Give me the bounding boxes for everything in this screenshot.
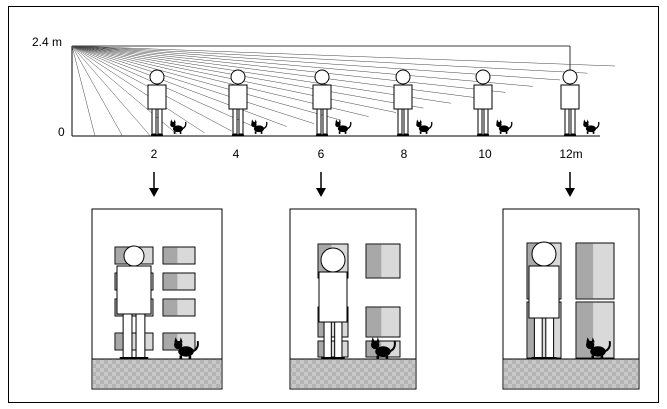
wall-tile xyxy=(575,242,615,300)
cat-figure xyxy=(251,119,268,134)
person-figure xyxy=(473,69,493,136)
arrow-to-panel-2 xyxy=(149,172,159,197)
sight-line xyxy=(71,45,342,121)
distance-tick-8: 8 xyxy=(401,147,408,161)
arrow-to-panel-12 xyxy=(565,172,575,197)
sight-line xyxy=(71,45,205,134)
view-panel-2m xyxy=(91,208,223,390)
person-far xyxy=(528,241,560,359)
person-near xyxy=(116,245,152,359)
person-figure xyxy=(312,69,332,136)
sight-line xyxy=(71,45,287,127)
view-panel-6m xyxy=(289,208,417,390)
wall-tile xyxy=(365,243,401,279)
height-label-bottom: 0 xyxy=(58,125,65,139)
floor-strip xyxy=(93,359,221,388)
sight-line xyxy=(71,45,315,124)
cat-mid xyxy=(371,337,396,360)
person-figure xyxy=(393,69,413,136)
sight-line xyxy=(71,45,451,104)
wall-tile xyxy=(114,332,154,351)
person-figure xyxy=(560,69,580,136)
sight-line xyxy=(71,45,424,109)
floor-strip xyxy=(291,359,415,388)
sight-line xyxy=(71,45,150,136)
distance-tick-12m: 12m xyxy=(559,147,582,161)
sight-line xyxy=(71,45,123,136)
person-figure xyxy=(147,69,167,136)
sight-line xyxy=(71,45,96,137)
view-panel-12m xyxy=(502,208,640,390)
cat-figure xyxy=(583,119,600,134)
cat-near xyxy=(174,337,199,360)
height-label-top: 2.4 m xyxy=(32,35,62,49)
person-mid xyxy=(318,247,348,359)
wall-tile xyxy=(317,340,349,358)
figure-frame xyxy=(8,6,659,403)
cat-far xyxy=(586,337,611,360)
side-view-scene xyxy=(71,45,616,137)
distance-tick-6: 6 xyxy=(318,147,325,161)
cat-figure xyxy=(335,119,352,134)
sight-line xyxy=(71,45,616,67)
wall-tile xyxy=(162,272,196,291)
distance-tick-10: 10 xyxy=(478,147,492,161)
sight-line xyxy=(71,45,533,87)
cat-figure xyxy=(170,119,187,134)
sight-line xyxy=(71,45,506,93)
arrow-to-panel-6 xyxy=(316,172,326,197)
wall-tile xyxy=(162,246,196,265)
sight-line xyxy=(71,45,479,99)
cat-figure xyxy=(496,119,513,134)
person-figure xyxy=(228,69,248,136)
cat-figure xyxy=(416,119,433,134)
wall-tile xyxy=(162,298,196,317)
floor-strip xyxy=(504,359,638,388)
wall-tile xyxy=(365,306,401,338)
sight-line xyxy=(71,45,588,74)
distance-tick-4: 4 xyxy=(233,147,240,161)
distance-tick-2: 2 xyxy=(151,147,158,161)
